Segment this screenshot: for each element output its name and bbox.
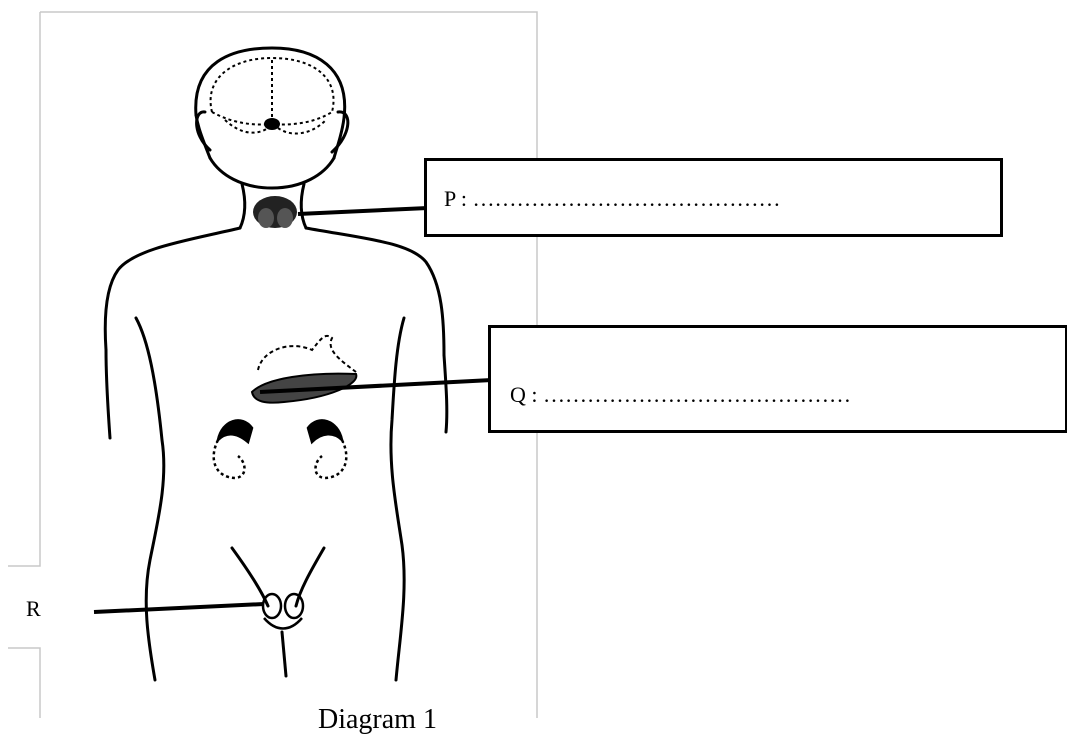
stomach-outline: [258, 336, 356, 372]
label-box-q: [488, 325, 1067, 433]
pituitary-gland: [264, 118, 280, 130]
thyroid-gland: [253, 196, 297, 228]
diagram-caption: Diagram 1: [318, 704, 437, 736]
pointer-line-p: [298, 208, 428, 214]
label-r: R: [26, 596, 41, 622]
body-outline: [105, 48, 447, 680]
label-p: P : ……………………………………: [444, 186, 781, 212]
image-frame: [8, 12, 537, 718]
reproductive-area: [232, 548, 324, 676]
pointer-line-r: [94, 604, 264, 612]
label-q: Q : ……………………………………: [510, 382, 851, 408]
adrenal-kidneys: [214, 420, 347, 478]
